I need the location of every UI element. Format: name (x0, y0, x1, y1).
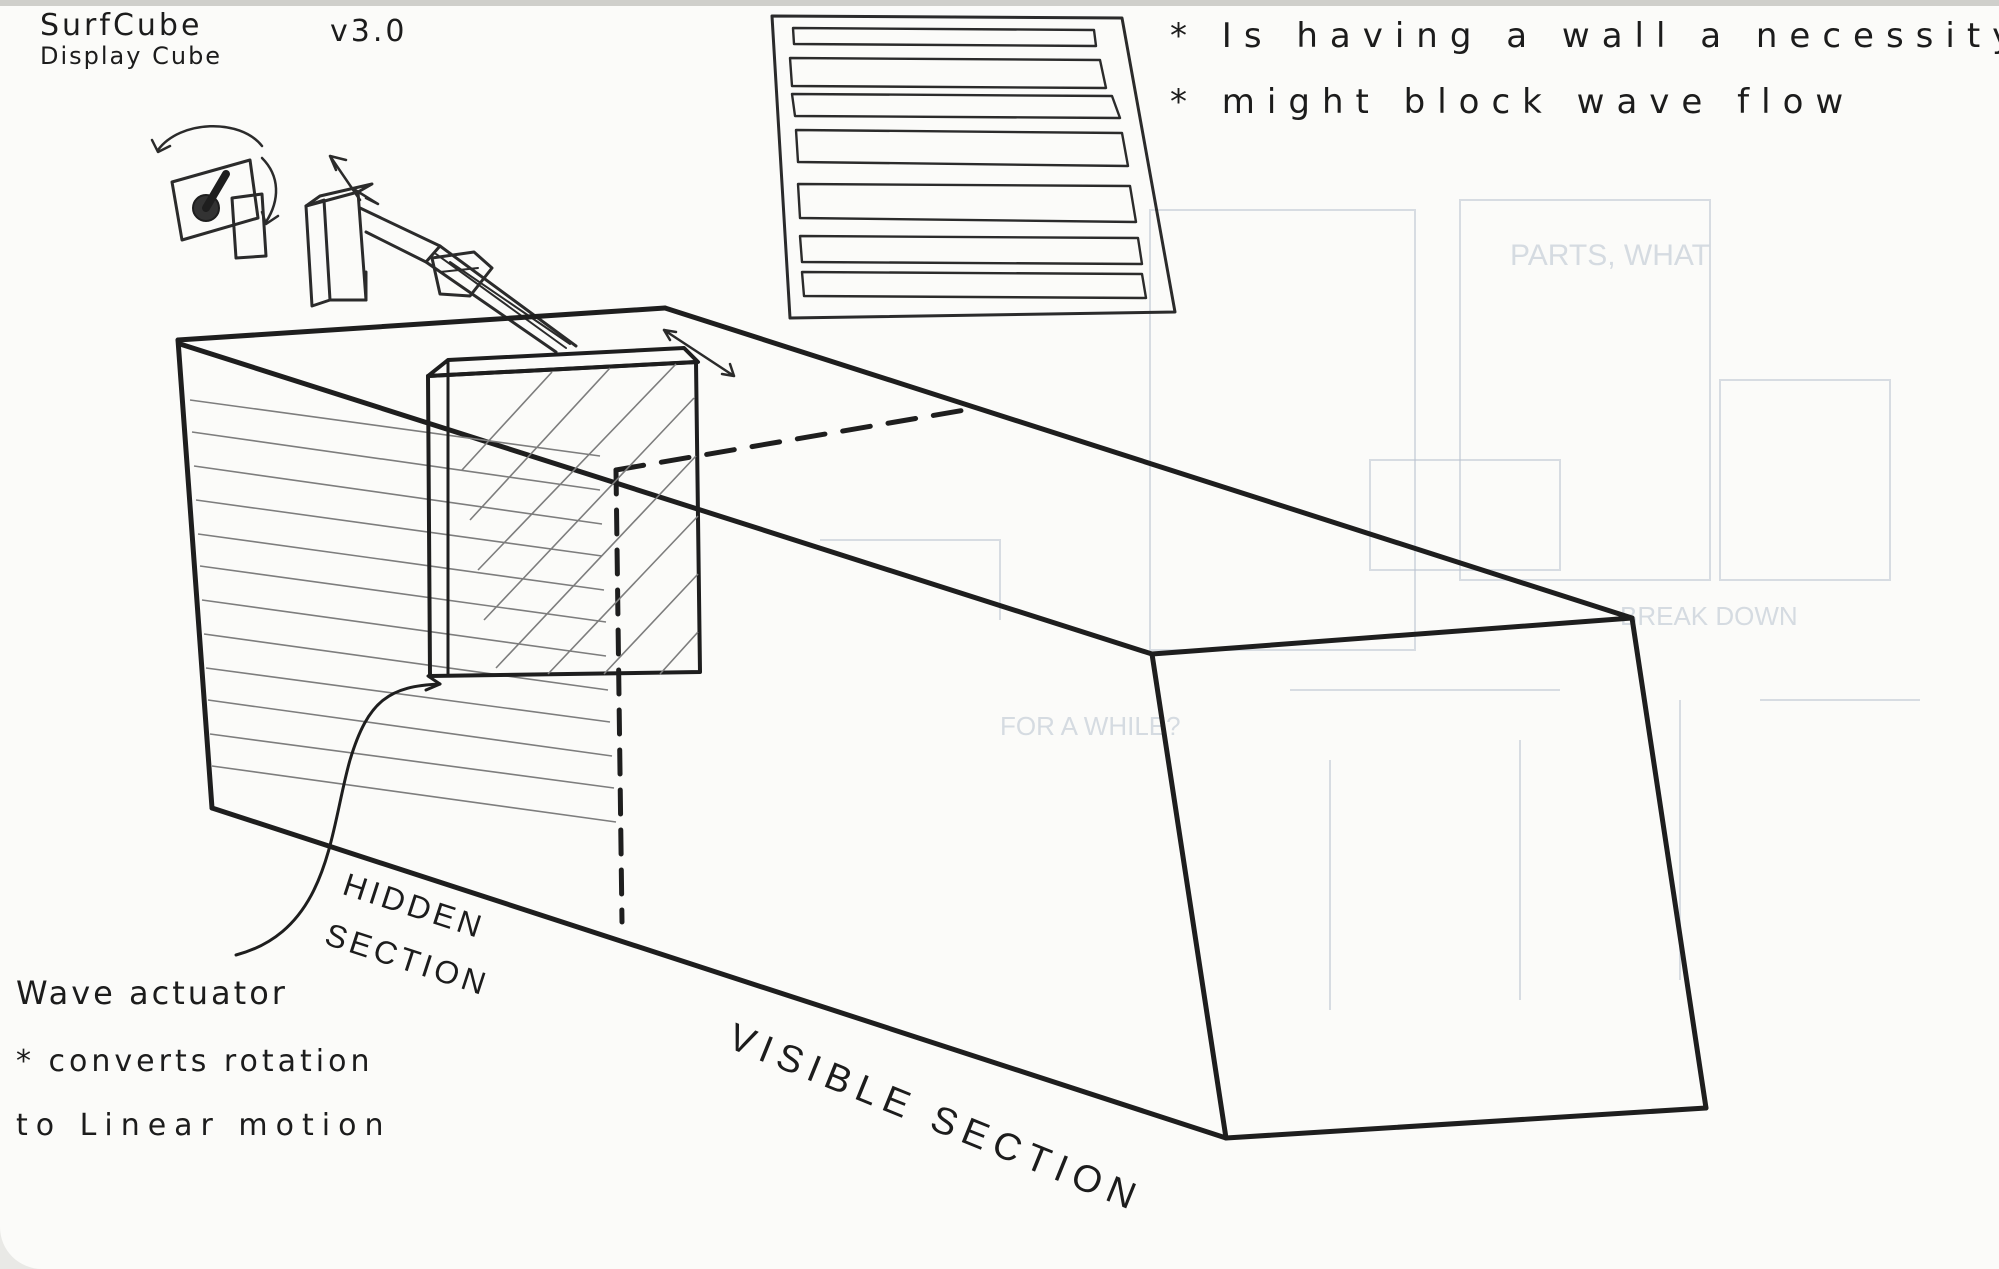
svg-text:PARTS, WHAT: PARTS, WHAT (1510, 239, 1710, 272)
motor-crank-assembly (152, 126, 440, 306)
wave-actuator-plate (428, 330, 734, 676)
actuator-plate-hatching (462, 364, 698, 674)
wall-concern-note: * might block wave flow (1170, 82, 1855, 122)
wave-tank (178, 308, 1706, 1138)
actuator-desc-line1: * converts rotation (16, 1044, 374, 1079)
sketch-version: v3.0 (330, 14, 407, 49)
wall-question-note: * Is having a wall a necessity? (1170, 16, 1999, 56)
connecting-rod (426, 246, 576, 352)
actuator-title: Wave actuator (16, 974, 288, 1012)
wall-slats (790, 28, 1146, 298)
sketch-title: SurfCube (40, 8, 202, 43)
svg-text:BREAK DOWN: BREAK DOWN (1620, 601, 1798, 631)
actuator-desc-line2: to Linear motion (16, 1108, 391, 1143)
wall-panel (772, 16, 1175, 318)
bleed-through-marks: PARTS, WHAT BREAK DOWN FOR A WHILE? (820, 200, 1920, 1010)
sketch-subtitle: Display Cube (40, 42, 222, 70)
svg-text:FOR A WHILE?: FOR A WHILE? (1000, 711, 1181, 741)
